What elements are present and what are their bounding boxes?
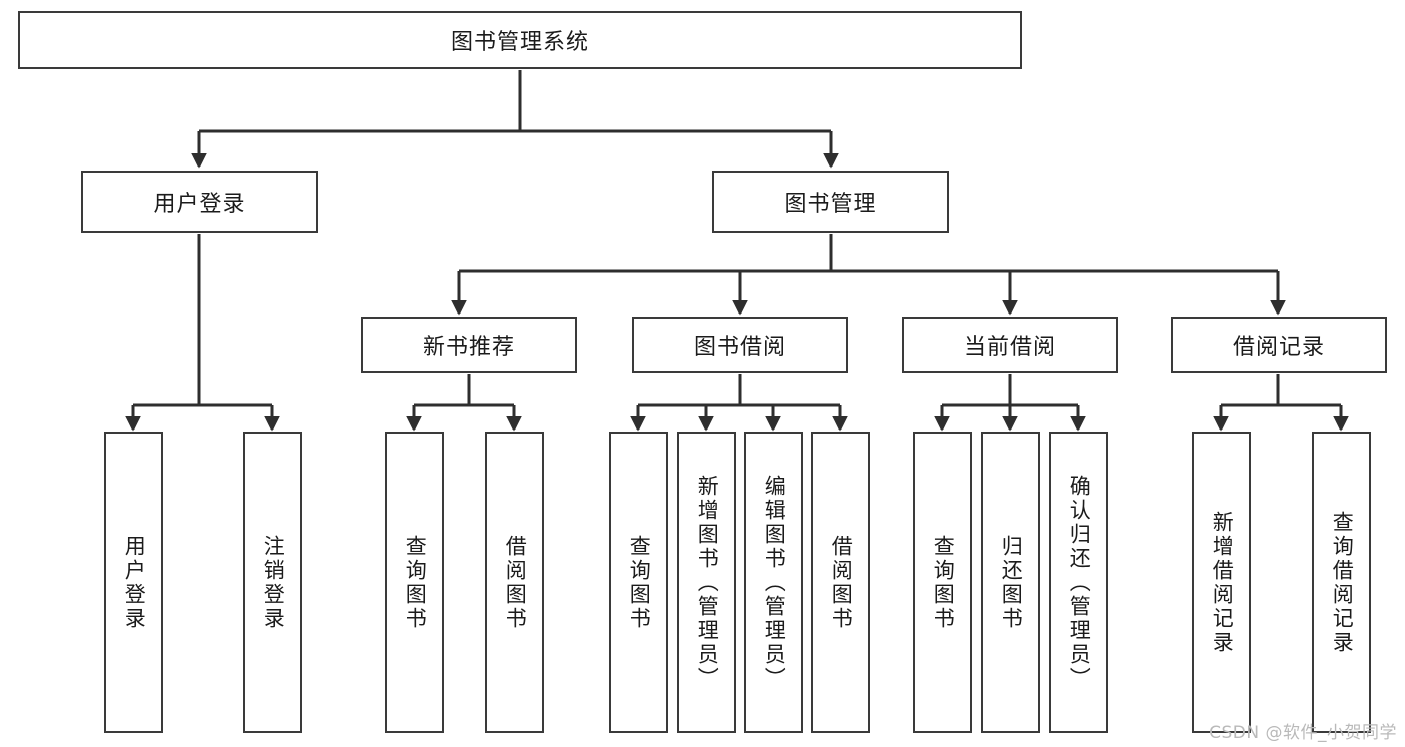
leaf-current-return-book[interactable]: 归还图书 — [981, 432, 1040, 733]
leaf-records-add-record[interactable]: 新增借阅记录 — [1192, 432, 1251, 733]
node-label: 图书管理系统 — [450, 30, 589, 55]
node-borrow-records[interactable]: 借阅记录 — [1171, 317, 1387, 373]
node-label: 新增借阅记录 — [1210, 510, 1235, 655]
node-label: 用户登录 — [153, 192, 246, 217]
node-root-book-management-system[interactable]: 图书管理系统 — [18, 11, 1022, 69]
leaf-current-confirm-return-admin[interactable]: 确认归还（管理员） — [1049, 432, 1108, 733]
node-book-management[interactable]: 图书管理 — [712, 171, 949, 233]
leaf-user-login-logout[interactable]: 注销登录 — [243, 432, 302, 733]
leaf-recommend-query-book[interactable]: 查询图书 — [385, 432, 444, 733]
node-label: 归还图书 — [999, 534, 1024, 631]
csdn-watermark: CSDN @软件_小贺同学 — [1209, 723, 1397, 743]
node-new-book-recommend[interactable]: 新书推荐 — [361, 317, 577, 373]
leaf-records-query-record[interactable]: 查询借阅记录 — [1312, 432, 1371, 733]
node-current-borrow[interactable]: 当前借阅 — [902, 317, 1118, 373]
node-user-login[interactable]: 用户登录 — [81, 171, 318, 233]
node-label: 新增图书（管理员） — [695, 474, 720, 691]
node-label: 查询借阅记录 — [1330, 510, 1355, 655]
leaf-borrow-query-book[interactable]: 查询图书 — [609, 432, 668, 733]
leaf-borrow-add-book-admin[interactable]: 新增图书（管理员） — [677, 432, 736, 733]
node-label: 当前借阅 — [963, 335, 1056, 360]
node-book-borrow[interactable]: 图书借阅 — [632, 317, 848, 373]
leaf-user-login-login[interactable]: 用户登录 — [104, 432, 163, 733]
leaf-borrow-borrow-book[interactable]: 借阅图书 — [811, 432, 870, 733]
node-label: 编辑图书（管理员） — [762, 474, 787, 691]
node-label: 查询图书 — [931, 534, 956, 631]
node-label: 借阅图书 — [503, 534, 528, 631]
node-label: 注销登录 — [261, 534, 286, 631]
node-label: 图书借阅 — [693, 335, 786, 360]
node-label: 查询图书 — [627, 534, 652, 631]
node-label: 确认归还（管理员） — [1067, 474, 1092, 691]
leaf-borrow-edit-book-admin[interactable]: 编辑图书（管理员） — [744, 432, 803, 733]
node-label: 图书管理 — [784, 192, 877, 217]
leaf-current-query-book[interactable]: 查询图书 — [913, 432, 972, 733]
node-label: 借阅图书 — [829, 534, 854, 631]
node-label: 用户登录 — [122, 534, 147, 631]
node-label: 查询图书 — [403, 534, 428, 631]
leaf-recommend-borrow-book[interactable]: 借阅图书 — [485, 432, 544, 733]
node-label: 新书推荐 — [422, 335, 515, 360]
node-label: 借阅记录 — [1232, 335, 1325, 360]
